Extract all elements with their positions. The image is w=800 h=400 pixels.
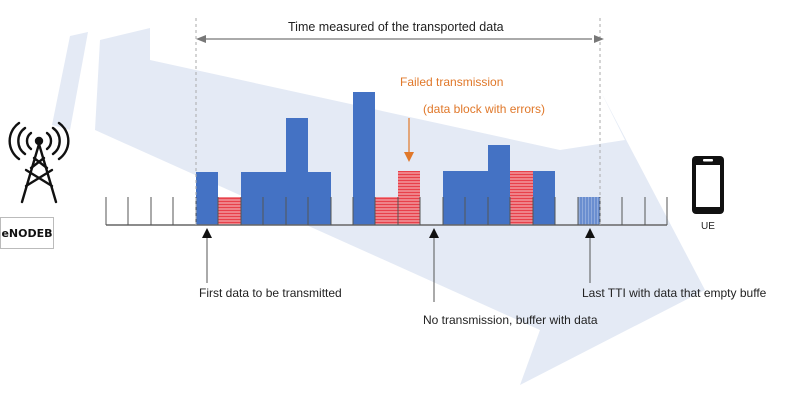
data-block [196, 172, 218, 225]
data-block [263, 172, 286, 225]
last-block [578, 197, 600, 225]
error-block [510, 171, 533, 225]
data-block [443, 171, 465, 225]
data-block [533, 171, 555, 225]
data-block [465, 171, 488, 225]
first-data-label: First data to be transmitted [199, 286, 342, 300]
data-block [286, 118, 308, 225]
first-data-pointer [202, 228, 212, 283]
no-transmission-label: No transmission, buffer with data [423, 313, 598, 327]
smartphone-icon [692, 156, 724, 214]
data-block [241, 172, 263, 225]
failed-annotation-line2: (data block with errors) [423, 102, 546, 116]
error-block [375, 197, 398, 225]
antenna-tower-icon [8, 121, 70, 204]
blocks-layer [196, 92, 600, 225]
error-block [398, 171, 420, 225]
data-block [308, 172, 331, 225]
data-block [488, 145, 510, 225]
background-flow-stripe [52, 32, 88, 130]
measure-arrow-right-head [594, 35, 604, 43]
measure-title: Time measured of the transported data [288, 20, 504, 34]
data-block [353, 92, 375, 225]
tti-slot-axis [105, 197, 668, 226]
ue-label: UE [701, 221, 715, 232]
enodeb-label: eNODEB [0, 217, 54, 249]
failed-arrow-head [404, 152, 414, 162]
last-tti-label: Last TTI with data that empty buffe [582, 286, 767, 300]
no-tx-pointer [429, 228, 439, 302]
error-block [218, 197, 241, 225]
measure-arrow-left-head [196, 35, 206, 43]
last-tti-pointer [585, 228, 595, 283]
failed-annotation-line1: Failed transmission [400, 75, 504, 89]
